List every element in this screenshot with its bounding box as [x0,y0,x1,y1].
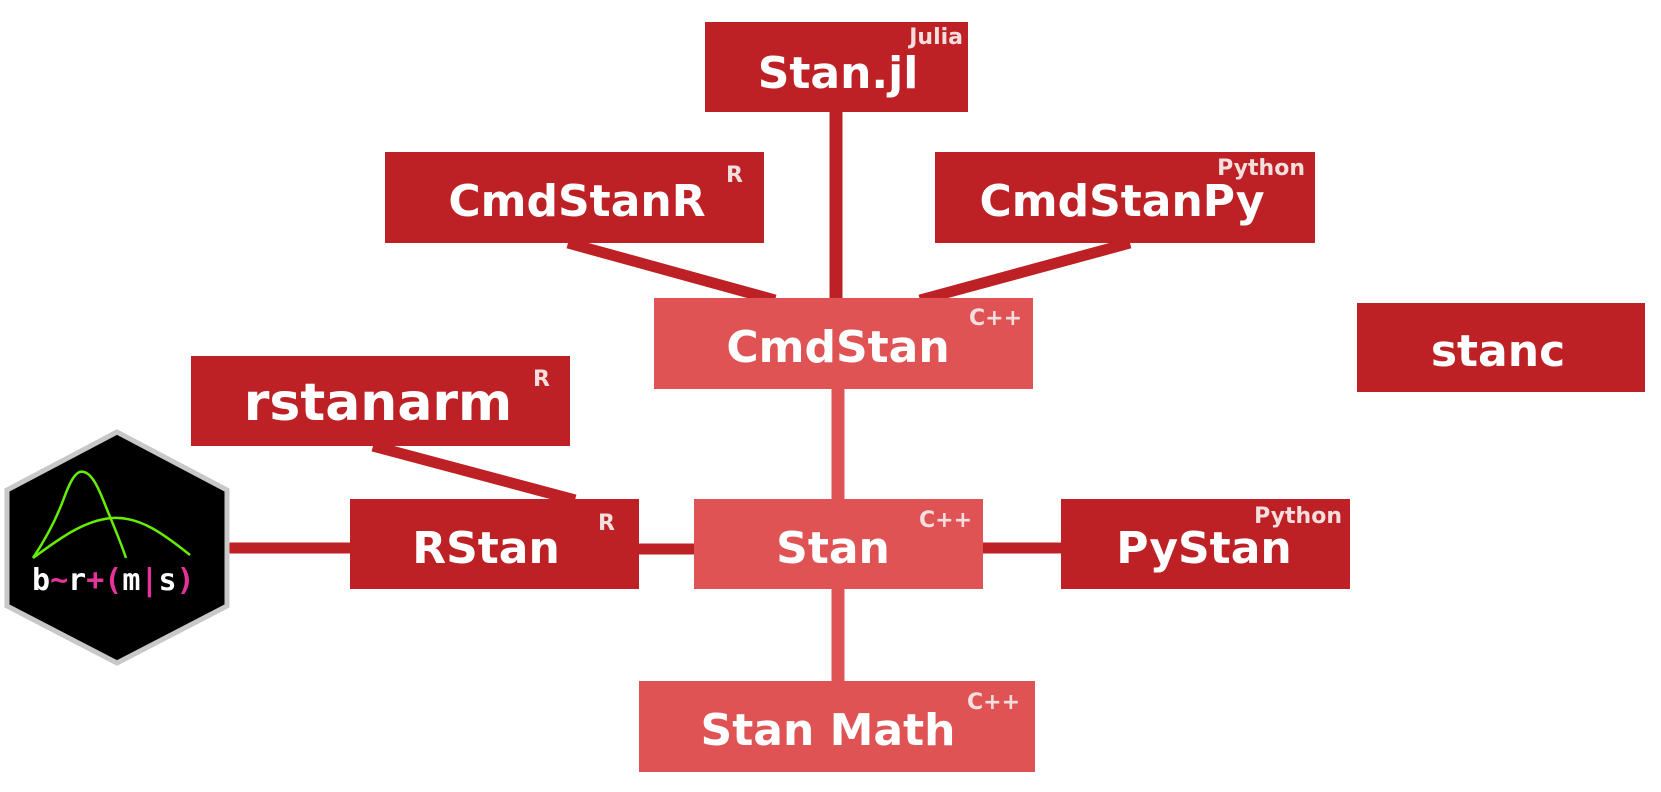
brms-logo-char: b [32,563,50,598]
node-rstanarm-tag: R [533,367,550,392]
brms-logo-char: ( [104,563,122,598]
brms-logo-hexagon [4,429,230,666]
brms-logo-char: r [68,563,86,598]
connector-rstanarm-rstan [371,440,577,506]
node-pystan-tag: Python [1254,504,1342,529]
node-stanjl-tag: Julia [907,25,963,50]
node-rstan: RStan R [350,499,639,589]
node-cmdstanr-label: CmdStanR [448,176,705,227]
brms-logo-char: m [122,563,140,598]
node-pystan: PyStan Python [1061,499,1350,589]
node-rstan-label: RStan [412,523,560,574]
node-stanmath-tag: C++ [967,690,1020,715]
node-cmdstan: CmdStan C++ [654,298,1033,389]
node-stanjl: Stan.jl Julia [705,22,968,112]
node-cmdstanpy-label: CmdStanPy [979,176,1264,227]
node-stanc-label: stanc [1431,326,1565,377]
node-rstanarm: rstanarm R [191,356,570,446]
node-rstanarm-label: rstanarm [244,373,512,433]
node-stan-tag: C++ [919,508,972,533]
node-cmdstanr-tag: R [726,163,743,188]
brms-logo-char: ~ [50,563,68,598]
node-rstan-tag: R [598,511,615,536]
brms-logo-char: + [86,563,104,598]
node-stanjl-label: Stan.jl [758,48,919,99]
brms-logo-char: s [158,563,176,598]
node-stanmath-label: Stan Math [701,705,956,756]
connector-cmdstanr-cmdstan [566,237,777,306]
node-stan-label: Stan [776,523,890,574]
node-stanmath: Stan Math C++ [639,681,1035,772]
node-cmdstanpy: CmdStanPy Python [935,152,1315,243]
node-pystan-label: PyStan [1116,523,1291,574]
brms-logo-char: | [140,563,158,598]
connector-cmdstanpy-cmdstan [918,237,1132,306]
brms-logo-wide-curve [32,516,191,560]
brms-logo-formula: b~r+(m|s) [32,563,195,598]
connectors [227,112,1132,682]
brms-logo-char: ) [177,563,195,598]
node-stanc: stanc [1357,303,1645,392]
node-cmdstanpy-tag: Python [1217,156,1305,181]
brms-logo: b~r+(m|s) [4,429,230,666]
node-cmdstanr: CmdStanR R [385,152,764,243]
node-cmdstan-tag: C++ [969,306,1022,331]
node-stan: Stan C++ [694,499,983,589]
node-cmdstan-label: CmdStan [726,322,949,373]
